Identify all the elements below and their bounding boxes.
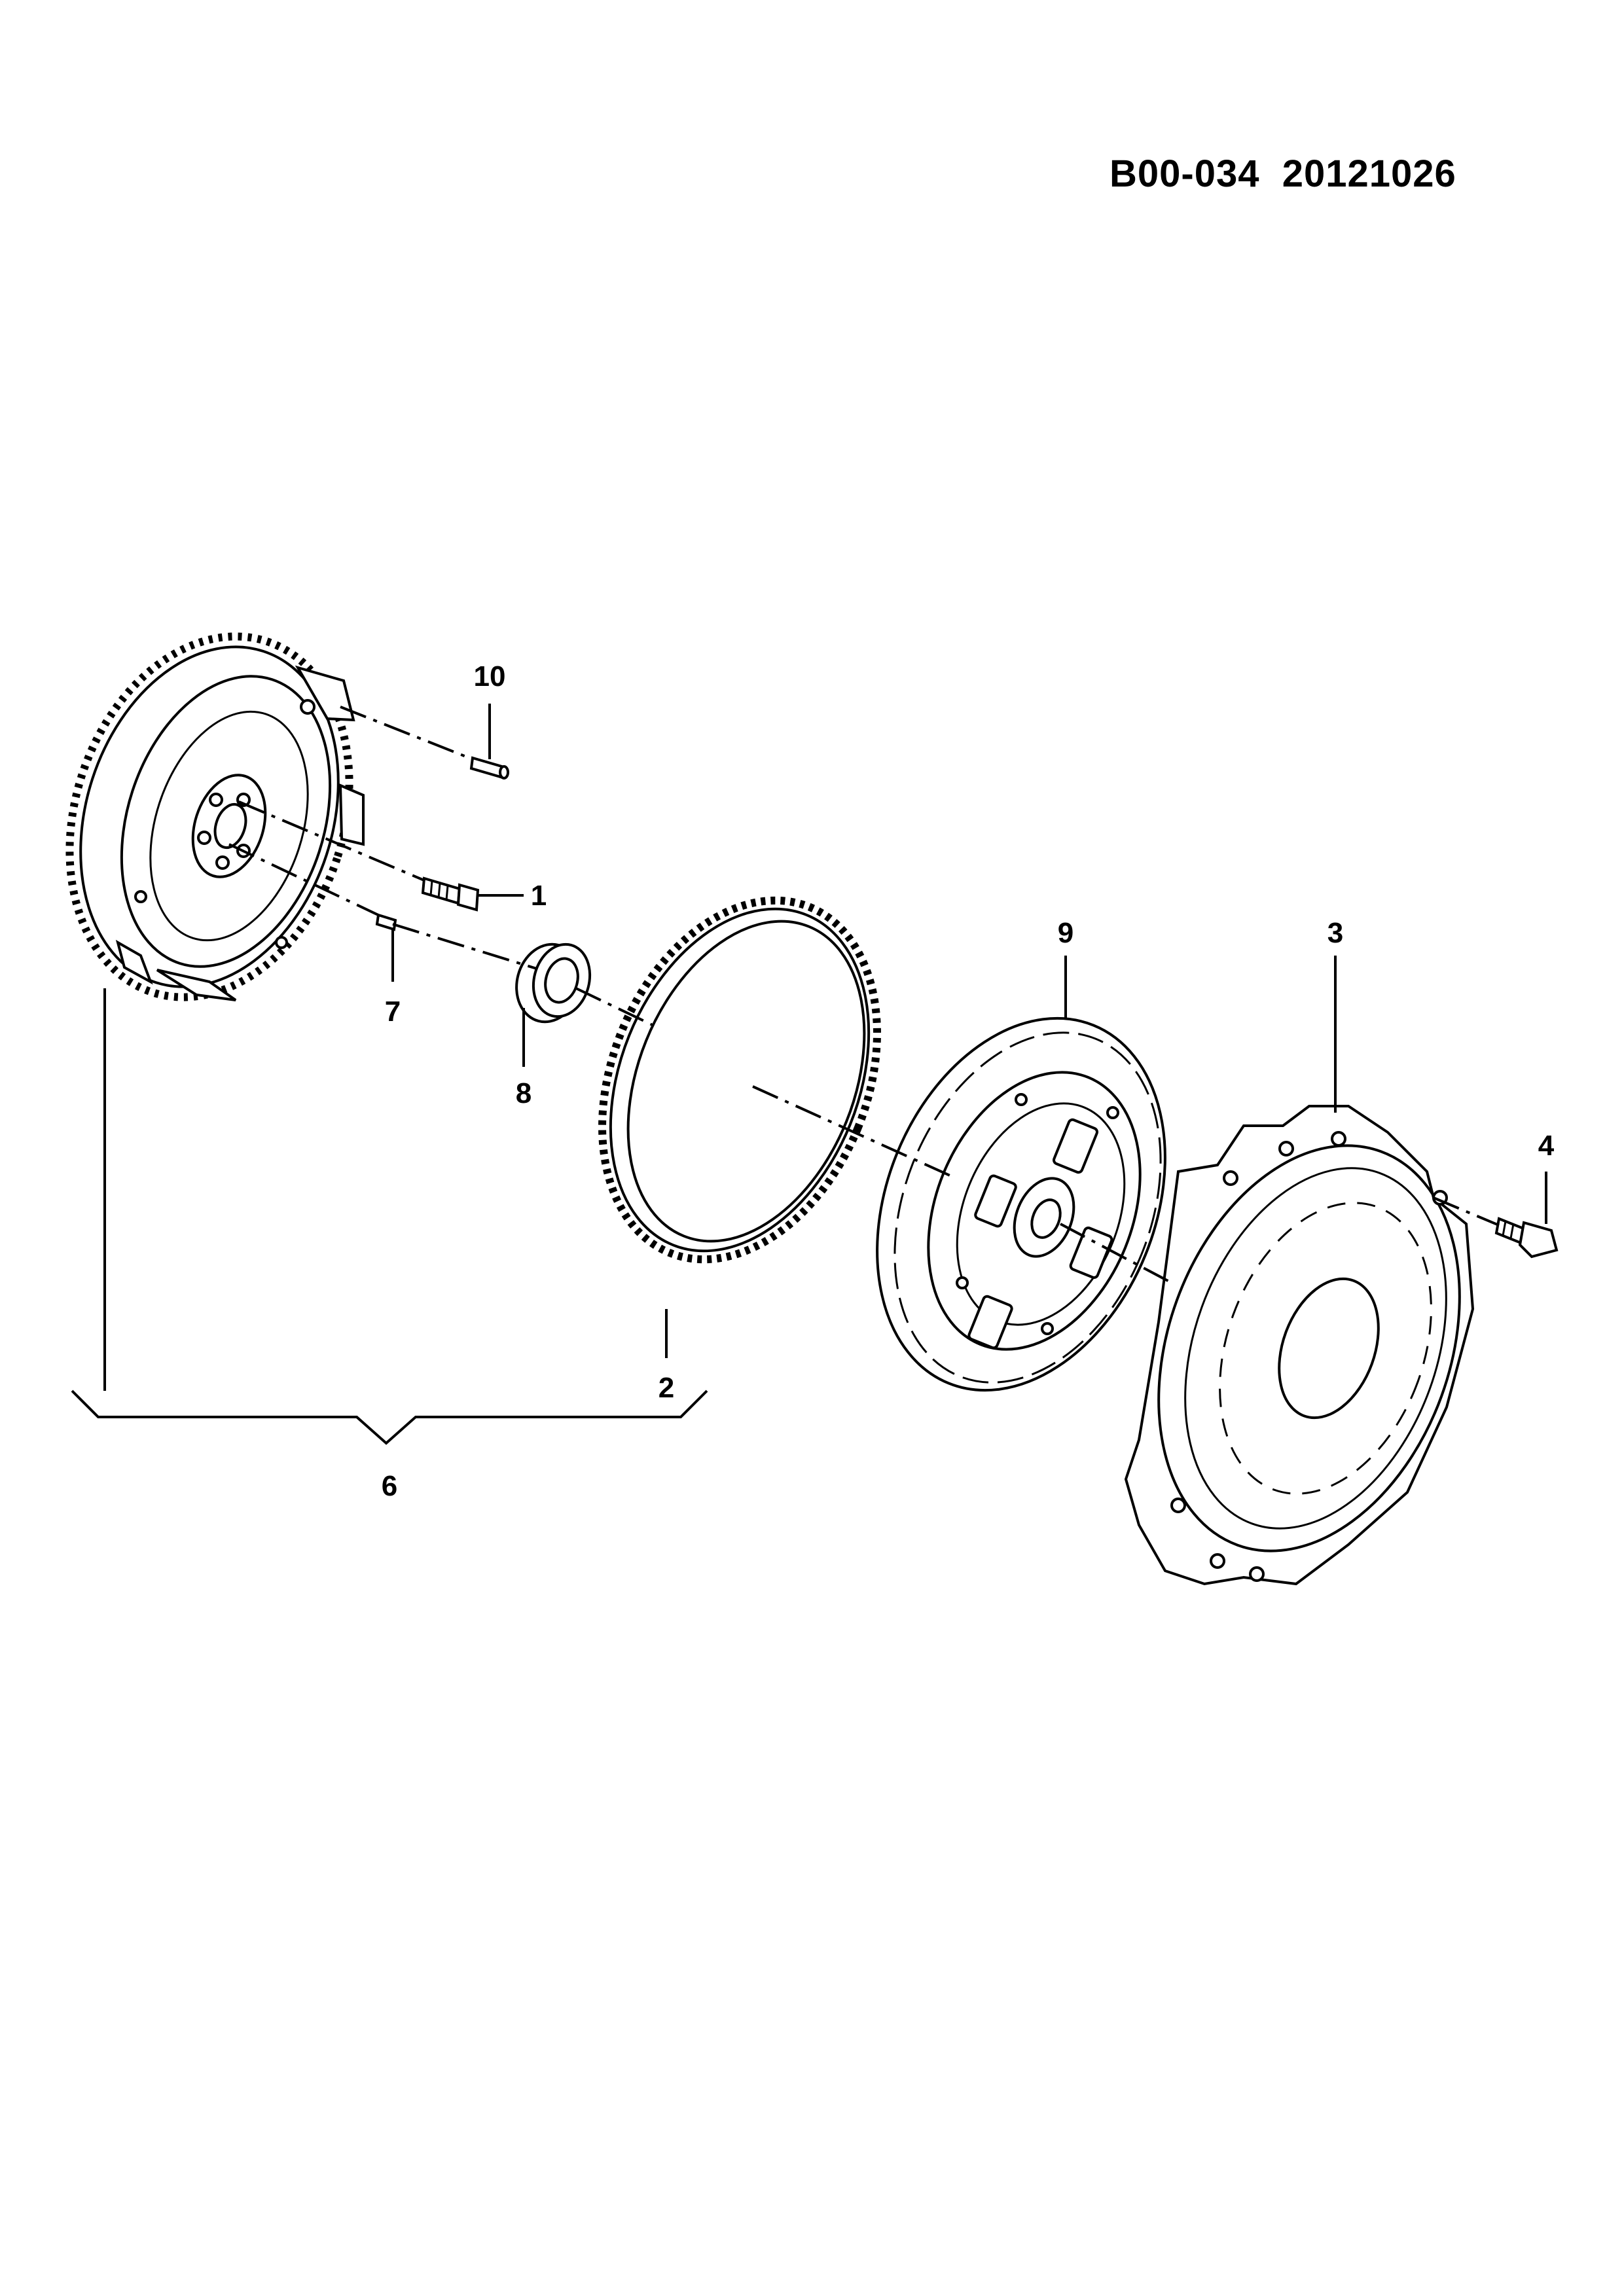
document-reference: B00-034 20121026	[1110, 152, 1456, 195]
clutch-pressure-plate	[1124, 1105, 1475, 1586]
callout-6: 6	[382, 1470, 397, 1502]
callout-3: 3	[1327, 917, 1343, 949]
callout-4: 4	[1538, 1130, 1555, 1162]
callout-8: 8	[516, 1077, 532, 1109]
callout-1: 1	[531, 880, 547, 912]
flywheel-assembly	[65, 632, 365, 1001]
callout-7: 7	[385, 996, 401, 1028]
callout-10: 10	[474, 660, 506, 692]
dowel-pin	[469, 756, 509, 780]
locating-pin	[375, 913, 397, 931]
clutch-disc	[876, 1016, 1166, 1392]
callout-labels: 10 1 7 8 9 3 4 2 6	[382, 660, 1555, 1502]
assembly-centerlines	[228, 706, 1500, 1284]
pilot-bearing	[515, 942, 592, 1024]
pressure-plate-bolt	[1494, 1217, 1559, 1259]
leader-lines	[71, 704, 1547, 1445]
flywheel-bolt	[421, 876, 480, 912]
callout-9: 9	[1058, 917, 1074, 949]
assembly-bracket	[71, 1390, 708, 1445]
ring-gear	[598, 896, 881, 1264]
callout-2: 2	[659, 1372, 674, 1404]
